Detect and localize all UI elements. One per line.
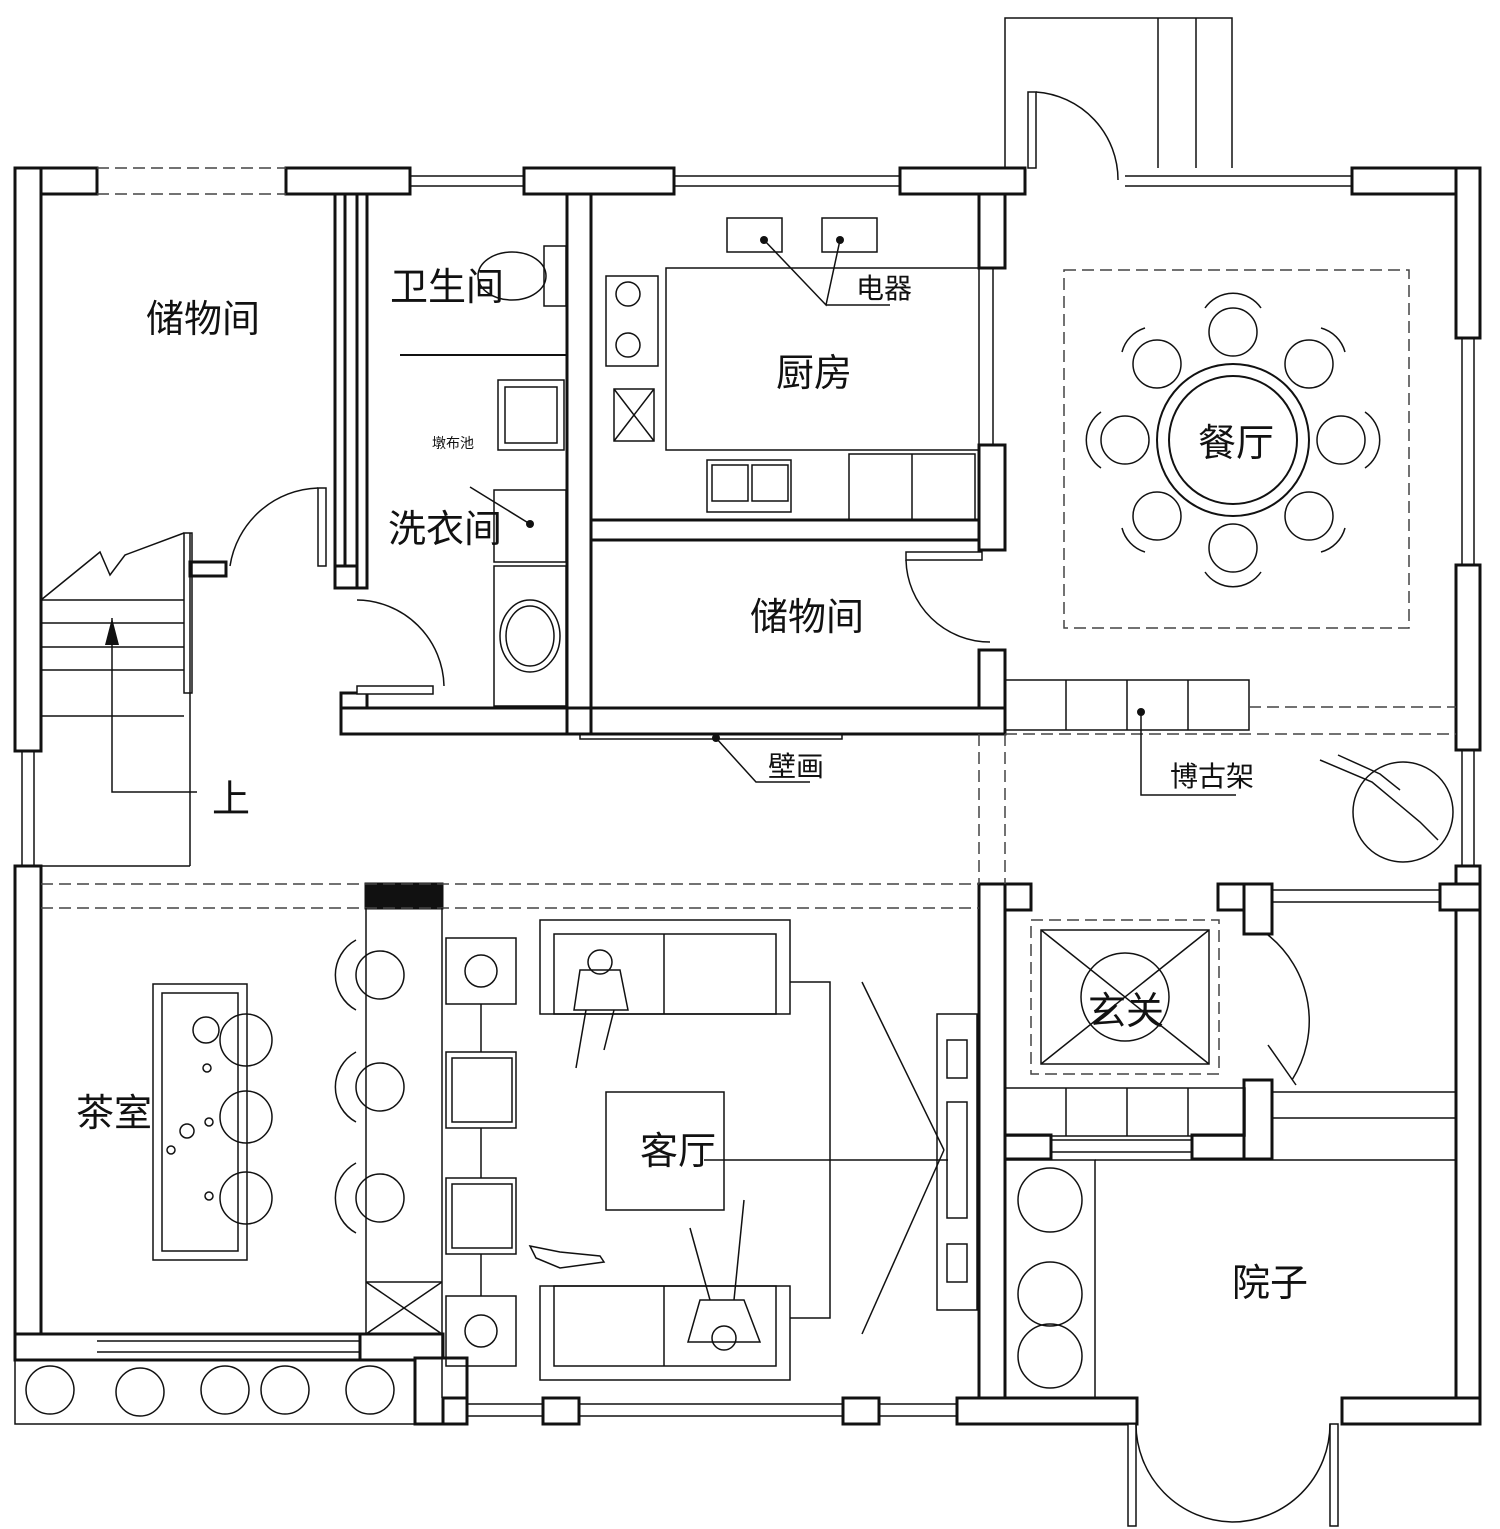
label-tea-room: 茶室: [76, 1091, 152, 1135]
label-living-room: 客厅: [640, 1129, 716, 1173]
staircase: [40, 532, 197, 867]
outer-walls: [13, 166, 1482, 1426]
label-bathroom: 卫生间: [390, 265, 504, 309]
label-mural: 壁画: [768, 750, 824, 783]
label-up: 上: [212, 777, 250, 821]
bathroom-fixtures: [400, 245, 567, 707]
label-kitchen: 厨房: [776, 351, 852, 395]
label-storage-left: 储物间: [146, 297, 260, 341]
label-dining: 餐厅: [1198, 421, 1274, 465]
label-foyer: 玄关: [1088, 989, 1164, 1033]
label-laundry: 洗衣间: [388, 507, 502, 551]
foyer-fixtures: [1004, 919, 1456, 1137]
courtyard-planter: [1004, 1159, 1456, 1399]
label-appliances: 电器: [856, 272, 912, 305]
living-room-furniture: [445, 919, 978, 1381]
doors: [229, 268, 1339, 1527]
room-labels: 储物间 卫生间 墩布池 洗衣间 厨房 电器 储物间 餐厅 上 壁画 博古架 玄关…: [76, 265, 1308, 1305]
label-courtyard: 院子: [1232, 1261, 1308, 1305]
interior-walls: [188, 192, 1482, 1400]
top-porch: [1004, 17, 1233, 181]
label-antique-shelf: 博古架: [1170, 760, 1254, 793]
hedge-planter: [25, 1365, 395, 1417]
tea-room-furniture: [152, 908, 443, 1398]
label-storage-center: 储物间: [750, 595, 864, 639]
kitchen-fixtures: [605, 217, 980, 521]
corridor-shelf: [41, 679, 1456, 909]
dining-furniture: [1063, 269, 1410, 629]
label-mop-sink: 墩布池: [432, 436, 474, 452]
